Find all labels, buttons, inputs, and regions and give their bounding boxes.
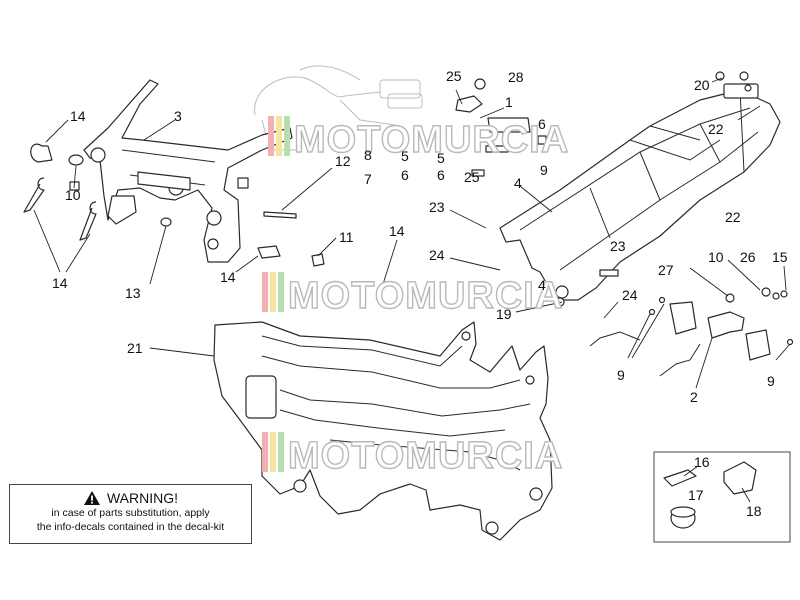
watermark-bottom: MOTOMURCIA [262, 432, 563, 478]
callout-5-left: 5 [401, 148, 409, 164]
svg-text:MOTOMURCIA: MOTOMURCIA [288, 275, 563, 317]
callout-20: 20 [694, 77, 710, 93]
front-subframe [83, 79, 293, 263]
callout-8: 8 [364, 147, 372, 163]
accessory-inset [653, 451, 791, 543]
callout-26: 26 [740, 249, 756, 265]
clamp-parts [455, 78, 547, 177]
callout-24-right: 24 [622, 287, 638, 303]
watermark-top: MOTOMURCIA [268, 116, 569, 162]
callout-25-mid: 25 [464, 169, 480, 185]
callout-9-right: 9 [767, 373, 775, 389]
callout-22-bottom: 22 [725, 209, 741, 225]
callout-13: 13 [125, 285, 141, 301]
callout-9-left: 9 [617, 367, 625, 383]
callout-22-top: 22 [708, 121, 724, 137]
callout-24-left: 24 [429, 247, 445, 263]
warning-title-row: WARNING! [10, 490, 251, 506]
warning-line-2: the info-decals contained in the decal-k… [36, 521, 225, 533]
callout-27: 27 [658, 262, 674, 278]
watermarks: MOTOMURCIA MOTOMURCIA MOTOMURCIA [262, 116, 569, 478]
callout-1: 1 [505, 94, 513, 110]
svg-text:MOTOMURCIA: MOTOMURCIA [294, 119, 569, 161]
callout-7: 7 [364, 171, 372, 187]
watermark-middle: MOTOMURCIA [262, 272, 563, 318]
callout-14-frame: 14 [389, 223, 405, 239]
callout-10-right: 10 [708, 249, 724, 265]
callout-5-right: 5 [437, 150, 445, 166]
callout-6-left: 6 [401, 167, 409, 183]
rear-subframe [499, 71, 781, 307]
leader-lines [33, 77, 791, 503]
main-frame [213, 321, 553, 541]
callout-6-mid: 6 [437, 167, 445, 183]
callout-4-mid: 4 [538, 277, 546, 293]
callout-23-right: 23 [610, 238, 626, 254]
callout-6-right: 6 [538, 116, 546, 132]
callout-17: 17 [688, 487, 704, 503]
callout-14-mid: 14 [220, 269, 236, 285]
warning-title: WARNING! [106, 490, 179, 506]
callout-28: 28 [508, 69, 524, 85]
callout-4-top: 4 [514, 175, 522, 191]
callout-12: 12 [335, 153, 351, 169]
callout-3: 3 [174, 108, 182, 124]
warning-triangle-icon [83, 491, 100, 505]
callout-25-top: 25 [446, 68, 462, 84]
warning-notice: WARNING! in case of parts substitution, … [9, 484, 252, 544]
warning-line-1: in case of parts substitution, apply [51, 507, 210, 519]
callout-19: 19 [496, 306, 512, 322]
callout-18: 18 [746, 503, 762, 519]
callout-11: 11 [339, 229, 354, 245]
callout-10-left: 10 [65, 187, 81, 203]
callout-23-left: 23 [429, 199, 445, 215]
callout-9-top: 9 [540, 162, 548, 178]
svg-text:MOTOMURCIA: MOTOMURCIA [288, 435, 563, 477]
callout-16: 16 [694, 454, 710, 470]
callout-14-left: 14 [52, 275, 68, 291]
callout-14-topleft: 14 [70, 108, 86, 124]
left-fasteners [23, 143, 325, 267]
callout-numbers: 3 14 10 14 13 14 12 11 14 21 25 28 1 6 8… [52, 68, 788, 519]
electrical-parts [589, 287, 794, 377]
callout-21: 21 [127, 340, 143, 356]
callout-2: 2 [690, 389, 698, 405]
callout-15: 15 [772, 249, 788, 265]
